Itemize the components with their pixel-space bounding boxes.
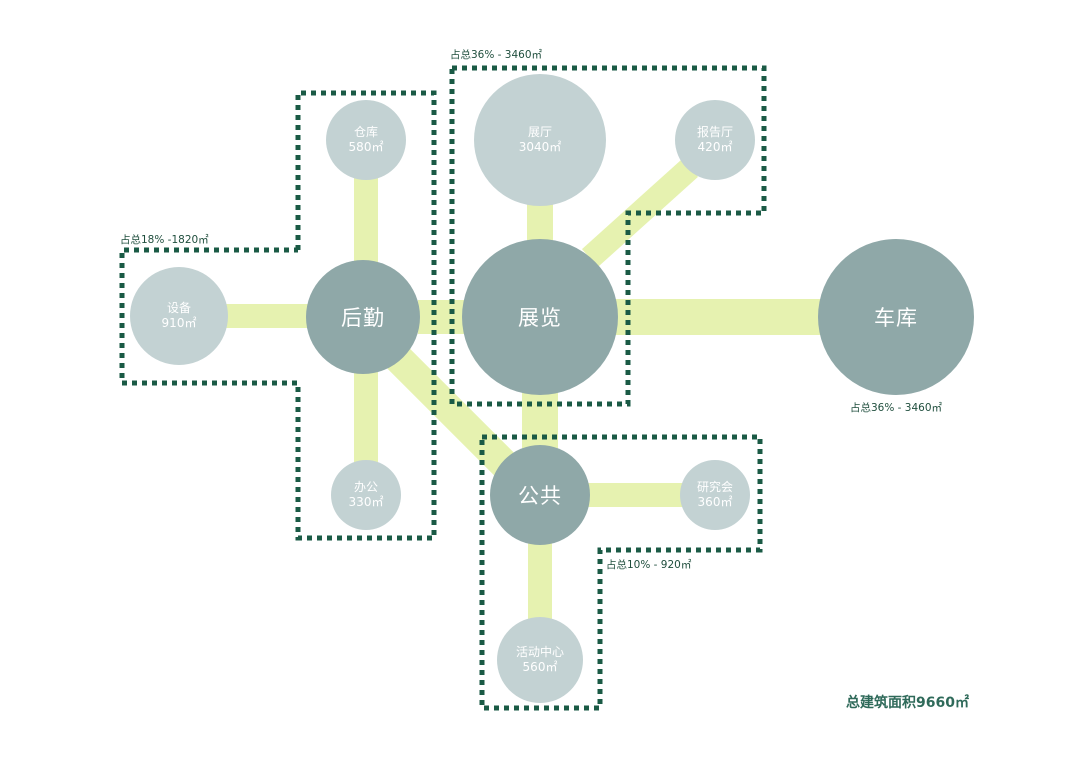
node-label: 设备 xyxy=(166,301,191,315)
zone-label-public: 占总10% - 920㎡ xyxy=(606,559,692,571)
node-warehouse: 仓库 580㎡ xyxy=(326,100,406,180)
node-label: 展厅 xyxy=(527,125,552,139)
node-equipment: 设备 910㎡ xyxy=(130,267,228,365)
node-seminar: 研究会 360㎡ xyxy=(680,460,750,530)
zone-label-garage: 占总36% - 3460㎡ xyxy=(850,402,943,414)
node-label: 公共 xyxy=(518,484,562,508)
node-area: 910㎡ xyxy=(161,316,197,330)
connector-logistics-public xyxy=(387,347,519,479)
zone-border-logistics xyxy=(119,90,437,541)
zone-label-exhibition: 占总36% - 3460㎡ xyxy=(450,49,543,61)
node-area: 420㎡ xyxy=(697,140,733,154)
zone-label-logistics: 占总18% -1820㎡ xyxy=(120,234,209,246)
node-activity-center: 活动中心 560㎡ xyxy=(497,617,583,703)
total-area-label: 总建筑面积9660㎡ xyxy=(846,695,969,711)
node-office: 办公 330㎡ xyxy=(331,460,401,530)
zone-border-public xyxy=(479,434,763,711)
node-label: 研究会 xyxy=(696,480,733,494)
node-exhibition: 展览 xyxy=(462,239,618,395)
node-label: 展览 xyxy=(518,306,562,330)
node-garage: 车库 xyxy=(818,239,974,395)
node-area: 330㎡ xyxy=(348,495,384,509)
node-public: 公共 xyxy=(490,445,590,545)
node-label: 办公 xyxy=(353,480,378,494)
node-label: 报告厅 xyxy=(696,125,733,139)
node-area: 580㎡ xyxy=(348,140,384,154)
node-label: 活动中心 xyxy=(515,645,564,659)
node-logistics: 后勤 xyxy=(306,260,420,374)
node-area: 3040㎡ xyxy=(518,140,562,154)
node-area: 560㎡ xyxy=(522,660,558,674)
node-label: 车库 xyxy=(874,306,918,330)
zone-border-exhibition xyxy=(449,65,767,407)
node-lecture-hall: 报告厅 420㎡ xyxy=(675,100,755,180)
node-exhibition-hall: 展厅 3040㎡ xyxy=(474,74,606,206)
node-area: 360㎡ xyxy=(697,495,733,509)
node-label: 仓库 xyxy=(353,125,378,139)
node-label: 后勤 xyxy=(341,306,385,330)
